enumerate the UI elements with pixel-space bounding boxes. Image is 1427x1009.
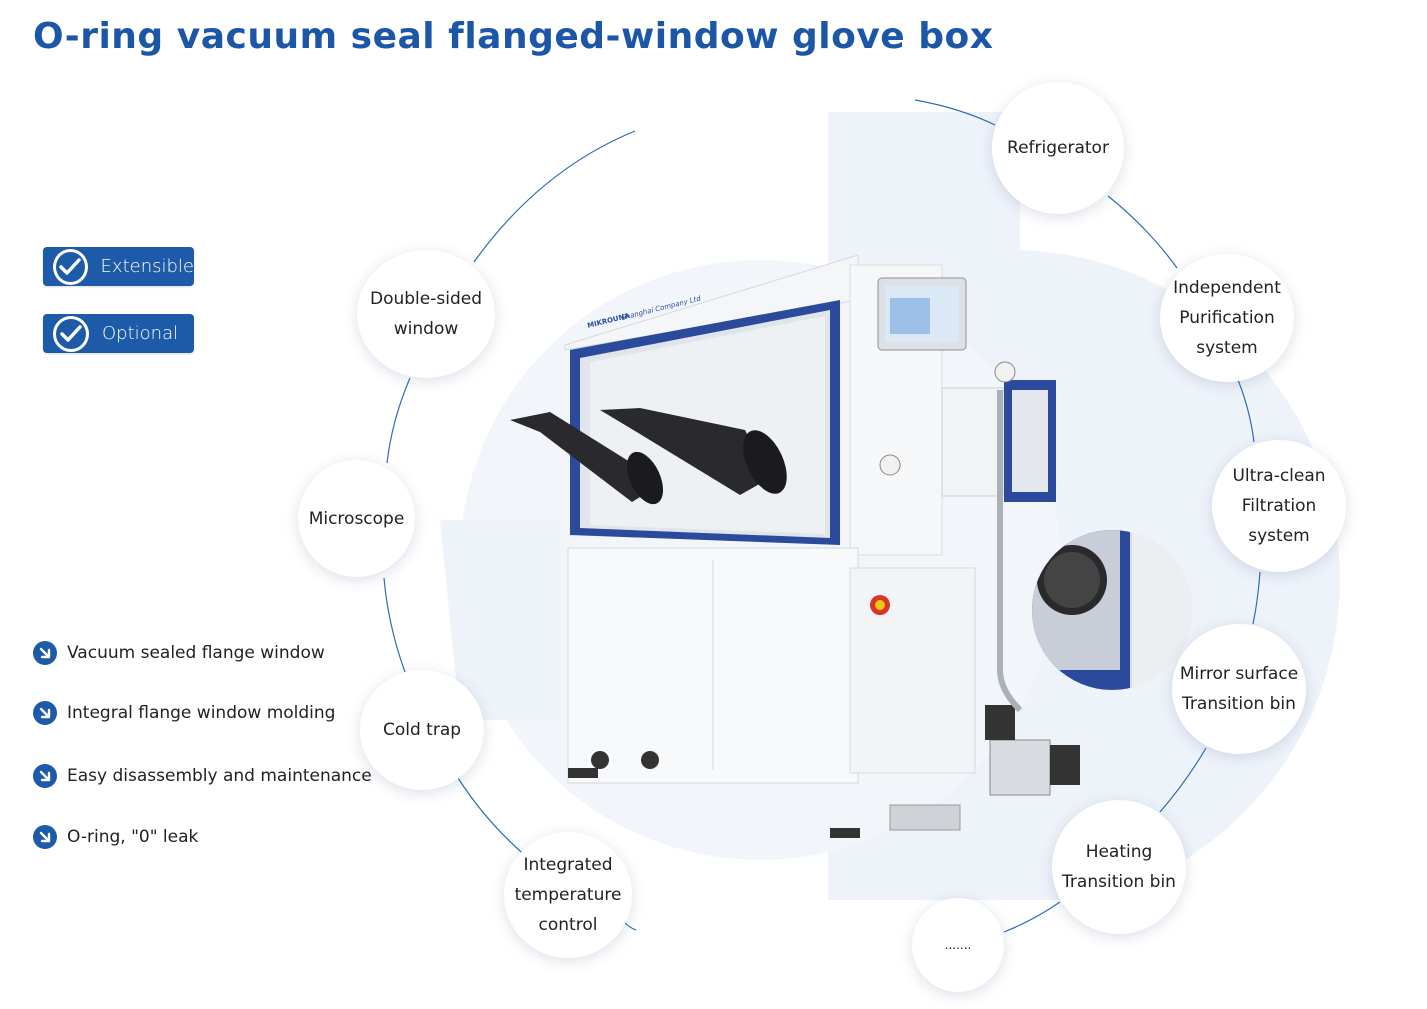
arrow-down-right-circle-icon [33,764,57,788]
callout-independent-purification: Independent Purification system [1160,254,1294,382]
callout-integrated-temperature-control: Integrated temperature control [504,832,632,958]
badge-label: Extensible [100,256,194,277]
arrow-down-right-circle-icon [33,701,57,725]
check-circle-icon [53,315,89,352]
feature-label: Vacuum sealed flange window [67,643,325,663]
badge-extensible: Extensible [43,247,194,286]
callout-microscope: Microscope [298,460,415,577]
arrow-down-right-circle-icon [33,825,57,849]
badge-optional: Optional [43,314,194,353]
callout-cold-trap: Cold trap [360,670,484,790]
callout-double-sided-window: Double-sided window [357,250,495,378]
feature-item: O-ring, "0" leak [33,825,198,849]
callout-ultra-clean-filtration: Ultra-clean Filtration system [1212,440,1346,572]
callout-more: ....... [912,898,1004,992]
glove-box-illustration: MIKROUNA Shanghai Company Ltd [510,254,1080,838]
callout-mirror-surface-transition-bin: Mirror surface Transition bin [1172,624,1306,754]
feature-item: Integral flange window molding [33,701,335,725]
arrow-down-right-circle-icon [33,641,57,665]
page-title: O-ring vacuum seal flanged-window glove … [33,16,994,57]
feature-item: Easy disassembly and maintenance [33,764,372,788]
feature-item: Vacuum sealed flange window [33,641,325,665]
feature-label: Easy disassembly and maintenance [67,766,372,786]
check-circle-icon [53,248,88,285]
feature-label: Integral flange window molding [67,703,336,723]
badge-label: Optional [102,323,179,344]
callout-refrigerator: Refrigerator [992,82,1124,214]
feature-label: O-ring, "0" leak [67,827,199,847]
mirror-zoom-inset [1032,530,1192,690]
callout-heating-transition-bin: Heating Transition bin [1052,800,1186,934]
